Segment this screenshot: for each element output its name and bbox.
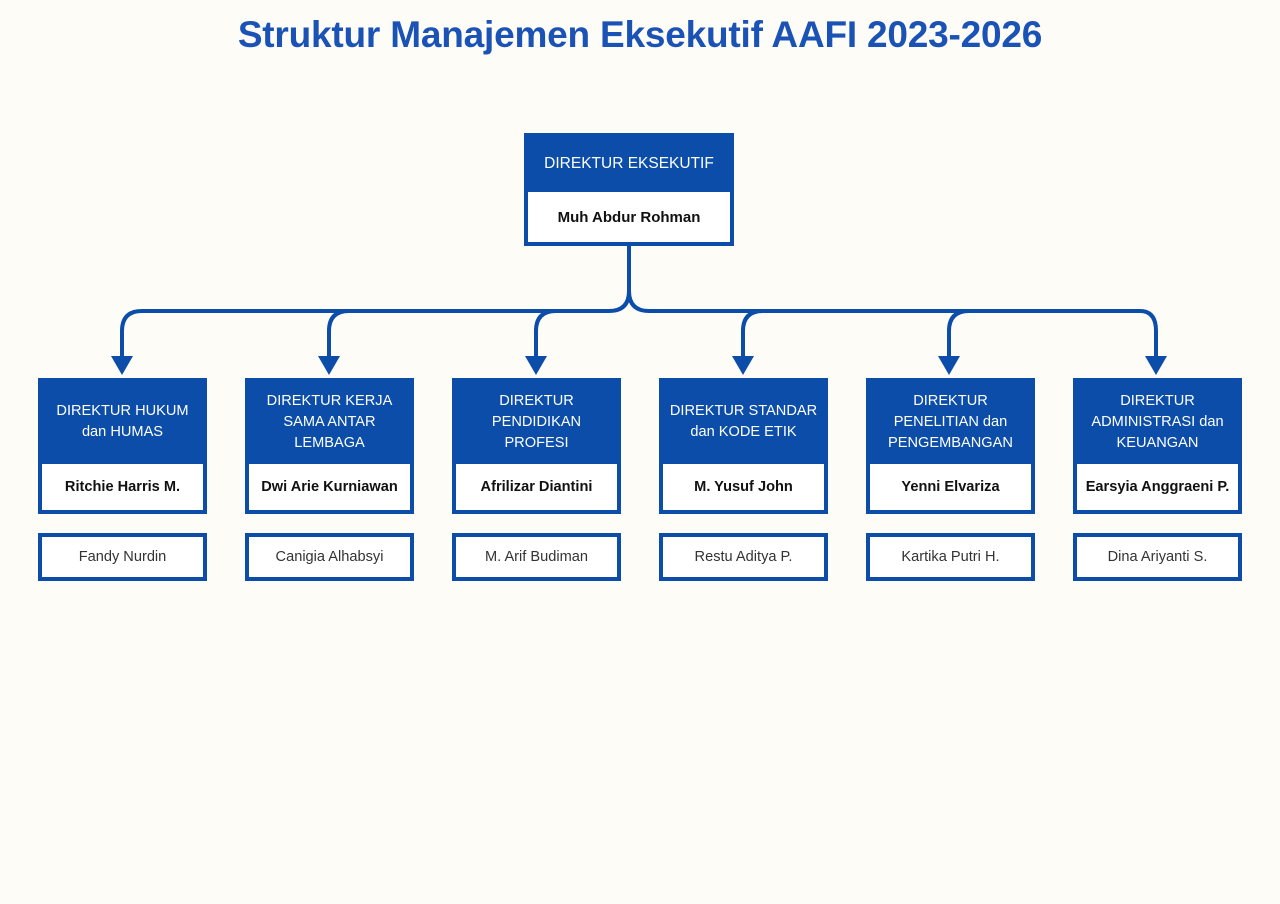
director-role-label: DIREKTUR PENELITIAN dan PENGEMBANGAN <box>888 392 1013 451</box>
director-person-name: Yenni Elvariza <box>870 464 1031 510</box>
staff-card[interactable]: Fandy Nurdin <box>38 533 207 581</box>
node-direktur-standar-dan-kode-etik[interactable]: DIREKTUR STANDAR dan KODE ETIK M. Yusuf … <box>659 378 828 514</box>
director-person-name: Ritchie Harris M. <box>42 464 203 510</box>
root-person-name: Muh Abdur Rohman <box>528 192 730 242</box>
column-pendidikan-profesi: DIREKTUR PENDIDIKAN PROFESI Afrilizar Di… <box>452 378 621 581</box>
director-person-name: Afrilizar Diantini <box>456 464 617 510</box>
staff-card[interactable]: Restu Aditya P. <box>659 533 828 581</box>
node-direktur-kerja-sama-antar-lembaga[interactable]: DIREKTUR KERJA SAMA ANTAR LEMBAGA Dwi Ar… <box>245 378 414 514</box>
column-kerja-sama-antar-lembaga: DIREKTUR KERJA SAMA ANTAR LEMBAGA Dwi Ar… <box>245 378 414 581</box>
node-direktur-hukum-dan-humas[interactable]: DIREKTUR HUKUM dan HUMAS Ritchie Harris … <box>38 378 207 514</box>
staff-card[interactable]: M. Arif Budiman <box>452 533 621 581</box>
staff-card[interactable]: Dina Ariyanti S. <box>1073 533 1242 581</box>
director-columns: DIREKTUR HUKUM dan HUMAS Ritchie Harris … <box>38 378 1242 581</box>
staff-card[interactable]: Kartika Putri H. <box>866 533 1035 581</box>
director-role-label: DIREKTUR STANDAR dan KODE ETIK <box>669 403 818 440</box>
director-role-label: DIREKTUR PENDIDIKAN PROFESI <box>491 392 582 451</box>
staff-person-name: Kartika Putri H. <box>901 549 1000 565</box>
staff-person-name: Restu Aditya P. <box>694 549 793 565</box>
director-role-label: DIREKTUR HUKUM dan HUMAS <box>56 403 189 440</box>
column-standar-kode-etik: DIREKTUR STANDAR dan KODE ETIK M. Yusuf … <box>659 378 828 581</box>
node-direktur-pendidikan-profesi[interactable]: DIREKTUR PENDIDIKAN PROFESI Afrilizar Di… <box>452 378 621 514</box>
director-role-label: DIREKTUR ADMINISTRASI dan KEUANGAN <box>1091 392 1224 451</box>
node-direktur-administrasi-dan-keuangan[interactable]: DIREKTUR ADMINISTRASI dan KEUANGAN Earsy… <box>1073 378 1242 514</box>
staff-person-name: Canigia Alhabsyi <box>275 549 384 565</box>
staff-card[interactable]: Canigia Alhabsyi <box>245 533 414 581</box>
director-role-label: DIREKTUR KERJA SAMA ANTAR LEMBAGA <box>266 392 393 451</box>
staff-person-name: Fandy Nurdin <box>78 549 167 565</box>
node-direktur-eksekutif[interactable]: DIREKTUR EKSEKUTIF Muh Abdur Rohman <box>524 133 734 246</box>
director-person-name: Dwi Arie Kurniawan <box>249 464 410 510</box>
column-penelitian-pengembangan: DIREKTUR PENELITIAN dan PENGEMBANGAN Yen… <box>866 378 1035 581</box>
node-direktur-penelitian-dan-pengembangan[interactable]: DIREKTUR PENELITIAN dan PENGEMBANGAN Yen… <box>866 378 1035 514</box>
column-hukum-humas: DIREKTUR HUKUM dan HUMAS Ritchie Harris … <box>38 378 207 581</box>
director-person-name: M. Yusuf John <box>663 464 824 510</box>
root-role-label: DIREKTUR EKSEKUTIF <box>544 155 714 172</box>
page-title: Struktur Manajemen Eksekutif AAFI 2023-2… <box>237 14 1043 55</box>
staff-person-name: Dina Ariyanti S. <box>1107 549 1208 565</box>
column-administrasi-keuangan: DIREKTUR ADMINISTRASI dan KEUANGAN Earsy… <box>1073 378 1242 581</box>
director-person-name: Earsyia Anggraeni P. <box>1077 464 1238 510</box>
staff-person-name: M. Arif Budiman <box>484 549 588 565</box>
